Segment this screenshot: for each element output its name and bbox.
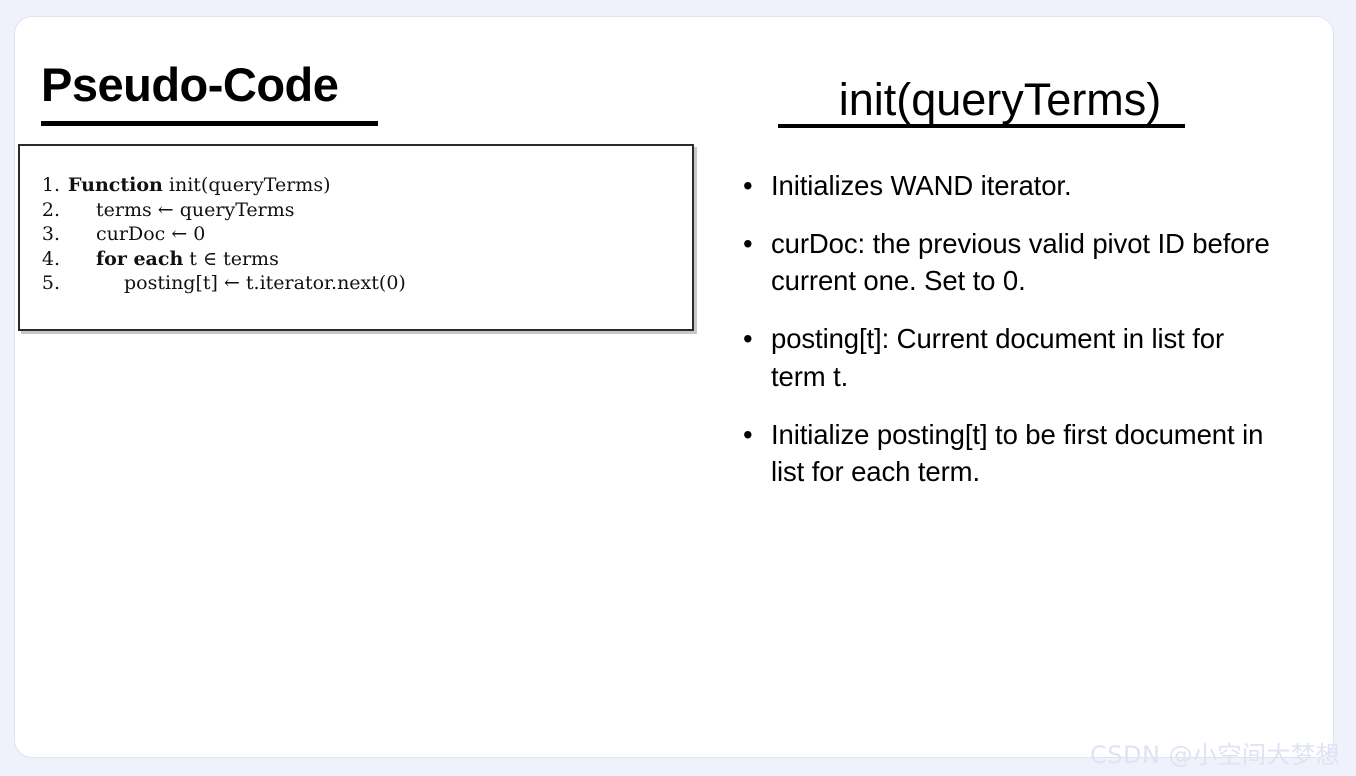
code-line-text: terms ← queryTerms xyxy=(96,198,295,221)
code-expression: init(queryTerms) xyxy=(162,174,331,196)
slide-card: Pseudo-Code 1. Function init(queryTerms) 2… xyxy=(14,16,1334,758)
page-title-underline xyxy=(41,121,378,126)
code-expression: t ∈ terms xyxy=(183,247,279,270)
code-line-number: 1. xyxy=(41,174,60,196)
pseudocode-box: 1. Function init(queryTerms) 2. terms ← que… xyxy=(18,144,694,331)
code-line-text: posting[t] ← t.iterator.next(0) xyxy=(124,274,406,293)
section-title: init(queryTerms) xyxy=(838,74,1162,125)
code-expression: terms ← queryTerms xyxy=(96,198,295,221)
bullet-list: • Initializes WAND iterator. • curDoc: the … xyxy=(733,167,1273,511)
page-title: Pseudo-Code xyxy=(41,58,339,111)
csdn-watermark: CSDN @小空间大梦想 xyxy=(1090,741,1341,769)
bullet-icon: • xyxy=(743,323,753,355)
code-expression: curDoc ← 0 xyxy=(96,223,206,245)
code-line-number: 2. xyxy=(41,198,60,221)
bullet-icon: • xyxy=(743,170,753,201)
list-item: • Initialize posting[t] to be first docum… xyxy=(733,416,1273,490)
code-line-number: 3. xyxy=(41,223,60,245)
code-expression: posting[t] ← t.iterator.next(0) xyxy=(124,272,406,294)
bullet-icon: • xyxy=(743,228,753,260)
left-column: Pseudo-Code 1. Function init(queryTerms) 2… xyxy=(15,17,715,759)
code-line-number: 4. xyxy=(41,247,60,270)
right-column: init(queryTerms) • Initializes WAND itera… xyxy=(715,17,1335,759)
list-item-label: curDoc: the previous valid pivot ID befo… xyxy=(771,228,1270,297)
list-item-label: Initializes WAND iterator. xyxy=(771,170,1072,201)
code-line-text: Function init(queryTerms) xyxy=(68,176,331,195)
list-item: • Initializes WAND iterator. xyxy=(733,167,1273,204)
list-item-label: posting[t]: Current document in list for… xyxy=(771,323,1225,392)
code-line-text: curDoc ← 0 xyxy=(96,225,205,244)
code-keyword: Function xyxy=(68,174,163,196)
list-item: • posting[t]: Current document in list fo… xyxy=(733,320,1273,394)
list-item: • curDoc: the previous valid pivot ID bef… xyxy=(733,225,1273,299)
list-item-label: Initialize posting[t] to be first docume… xyxy=(771,418,1264,487)
section-title-underline xyxy=(778,124,1185,128)
code-line-number: 5. xyxy=(41,272,60,294)
code-keyword: for each xyxy=(96,247,184,270)
bullet-icon: • xyxy=(743,418,753,450)
code-line-text: for each t ∈ terms xyxy=(96,247,279,270)
